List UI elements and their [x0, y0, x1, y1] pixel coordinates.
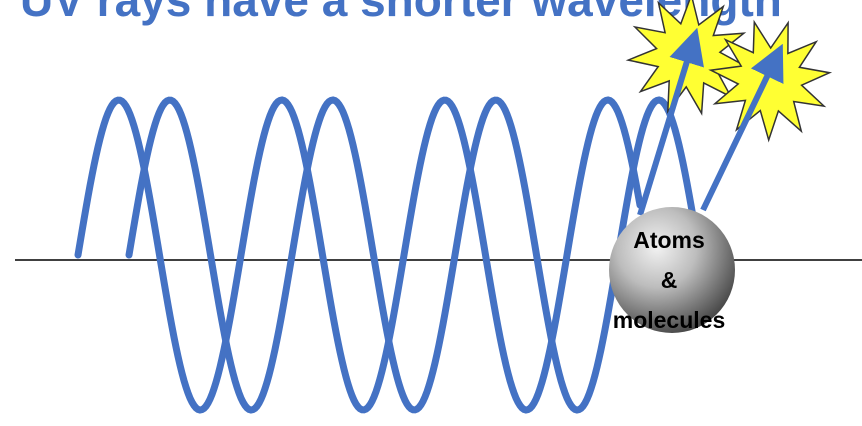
emission-arrow-1 — [637, 27, 704, 216]
diagram-title: UV rays have a shorter wavelength — [20, 0, 782, 26]
atom-label-line3: molecules — [613, 307, 726, 333]
atom-sphere — [609, 207, 735, 333]
emission-arrow-2 — [700, 43, 784, 212]
wave-2 — [125, 96, 711, 414]
atom-label-line1: Atoms — [633, 227, 705, 253]
wave-1 — [74, 96, 644, 414]
atom-label-line2: & — [661, 267, 678, 293]
